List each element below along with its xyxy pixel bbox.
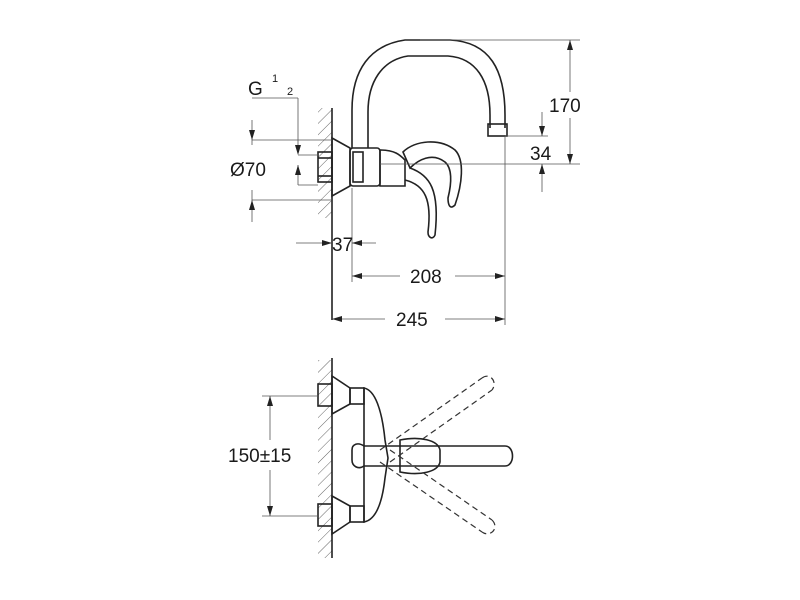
height-170-label: 170 xyxy=(549,96,581,117)
mixer-body-plan xyxy=(363,387,389,523)
wall-hatch-bottom xyxy=(318,360,332,558)
wall-hatch-top xyxy=(318,108,332,218)
diameter-label: Ø70 xyxy=(230,160,266,181)
lever-handle xyxy=(402,141,463,239)
mixer-body xyxy=(349,147,406,187)
thread-num-label: 1 xyxy=(272,73,278,85)
thread-den-label: 2 xyxy=(287,86,293,98)
dim-bottom xyxy=(296,136,506,325)
spout-aerator xyxy=(487,123,508,137)
dim-right xyxy=(380,39,580,192)
reach-245-label: 245 xyxy=(396,310,428,331)
reach-208-label: 208 xyxy=(410,267,442,288)
height-34-label: 34 xyxy=(530,144,552,165)
handle-plan xyxy=(351,437,514,475)
upper-connection xyxy=(317,374,365,416)
spout xyxy=(351,39,508,148)
thread-g-label: G xyxy=(248,79,263,100)
dim-left xyxy=(249,97,332,222)
center-distance-label: 150±15 xyxy=(228,446,291,467)
dim-center-distance xyxy=(262,395,318,517)
top-view: 150±15 xyxy=(228,358,514,558)
depth-37-label: 37 xyxy=(332,235,353,256)
swing-positions xyxy=(379,375,496,535)
eccentric-connector xyxy=(317,136,351,198)
side-view: G 1 2 Ø70 170 34 xyxy=(230,39,581,331)
